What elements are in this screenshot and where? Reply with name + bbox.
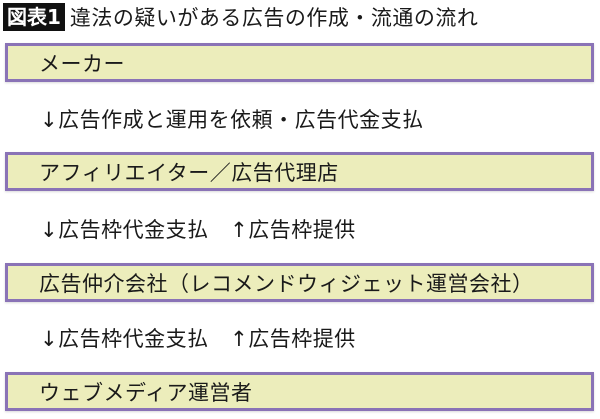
- node-label: アフィリエイター／広告代理店: [39, 160, 339, 185]
- node-label: 広告仲介会社（レコメンドウィジェット運営会社）: [39, 271, 534, 296]
- figure-title: 図表1 違法の疑いがある広告の作成・流通の流れ: [3, 2, 478, 32]
- flow-manufacturer-to-affiliate: ↓広告作成と運用を依頼・広告代金支払: [40, 108, 424, 132]
- node-label: メーカー: [39, 51, 125, 76]
- figure-number-badge: 図表1: [3, 3, 65, 31]
- figure-title-text: 違法の疑いがある広告の作成・流通の流れ: [69, 6, 479, 30]
- node-web-media: ウェブメディア運営者: [5, 372, 594, 411]
- flow-affiliate-to-ad-network: ↓広告枠代金支払 ↑広告枠提供: [40, 218, 356, 242]
- node-ad-network: 広告仲介会社（レコメンドウィジェット運営会社）: [5, 263, 594, 302]
- node-affiliate-agency: アフィリエイター／広告代理店: [5, 152, 594, 191]
- node-label: ウェブメディア運営者: [39, 380, 253, 405]
- flow-ad-network-to-media: ↓広告枠代金支払 ↑広告枠提供: [40, 327, 356, 351]
- node-manufacturer: メーカー: [5, 43, 594, 82]
